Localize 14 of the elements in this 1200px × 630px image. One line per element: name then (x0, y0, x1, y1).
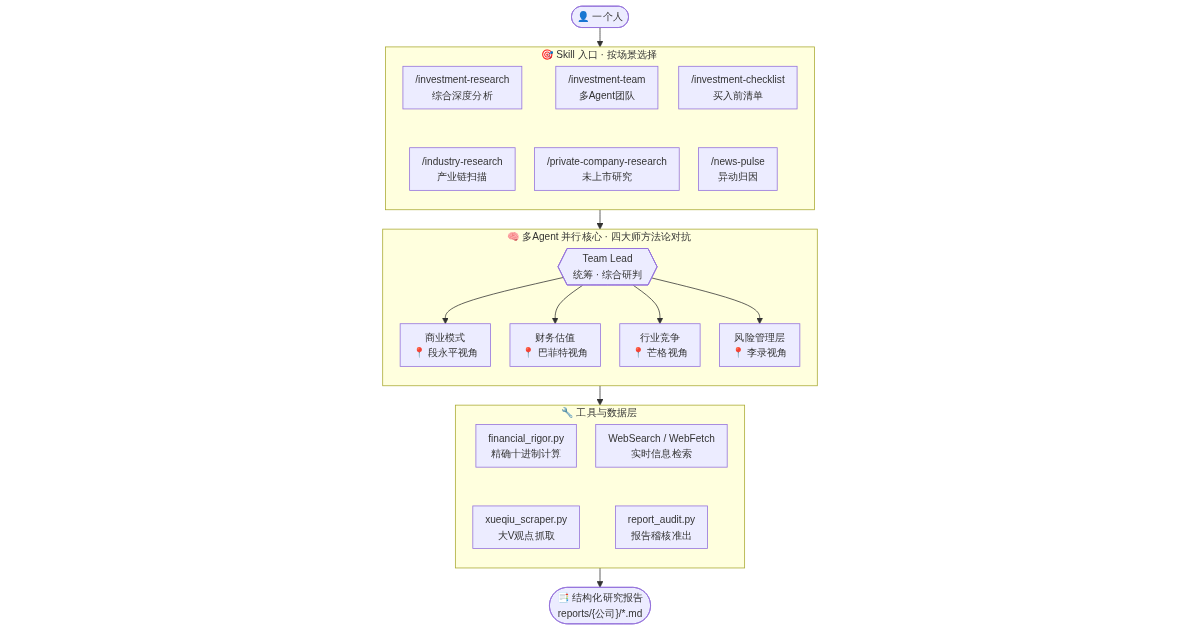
node-box: 行业竞争 📍 芒格视角 (619, 323, 701, 367)
node-box: report_audit.py 报告稽核准出 (615, 505, 708, 549)
node-box: /investment-team 多Agent团队 (555, 65, 659, 110)
node-box: /industry-research 产业链扫描 (409, 147, 516, 191)
node-box: /news-pulse 异动归因 (698, 147, 778, 191)
node-box: 商业模式 📍 段永平视角 (399, 323, 491, 367)
node-box: WebSearch / WebFetch 实时信息检索 (595, 424, 728, 468)
node-box: /private-company-research 未上市研究 (534, 147, 680, 191)
node-box: xueqiu_scraper.py 大V观点抓取 (472, 505, 580, 549)
node-box: 风险管理层 📍 李录视角 (719, 323, 801, 367)
node-box: financial_rigor.py 精确十进制计算 (475, 424, 577, 468)
node-box: /investment-research 综合深度分析 (402, 65, 523, 110)
node-box: /investment-checklist 买入前清单 (678, 65, 798, 110)
node-box: 财务估值 📍 巴菲特视角 (509, 323, 601, 367)
